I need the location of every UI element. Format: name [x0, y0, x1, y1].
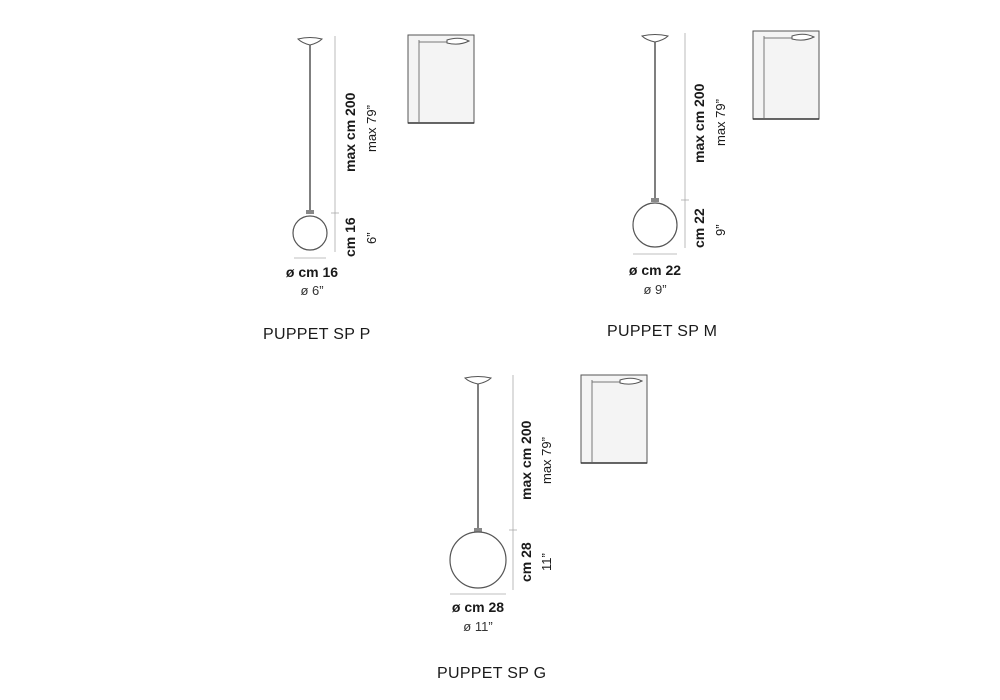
product-name: PUPPET SP P: [263, 326, 371, 343]
diameter-cm-label: ø cm 16: [285, 264, 339, 280]
globe-height-cm-label: cm 28: [518, 542, 534, 582]
product-name: PUPPET SP M: [607, 323, 718, 340]
product-name: PUPPET SP G: [437, 665, 547, 682]
diameter-cm-label: ø cm 28: [451, 599, 505, 615]
diameter-in-label: ø 6”: [300, 283, 324, 298]
wall-lamp-thumbnail-icon: [580, 374, 648, 464]
diameter-cm-label: ø cm 22: [628, 262, 682, 278]
globe-height-in-label: 11”: [539, 553, 554, 571]
wall-lamp-thumbnail-icon: [407, 34, 475, 124]
diameter-in-label: ø 11”: [463, 619, 493, 634]
max-height-cm-label: max cm 200: [518, 420, 534, 500]
max-height-in-label: max 79”: [539, 437, 554, 484]
diameter-in-label: ø 9”: [643, 282, 667, 297]
wall-lamp-thumbnail-icon: [752, 30, 820, 120]
